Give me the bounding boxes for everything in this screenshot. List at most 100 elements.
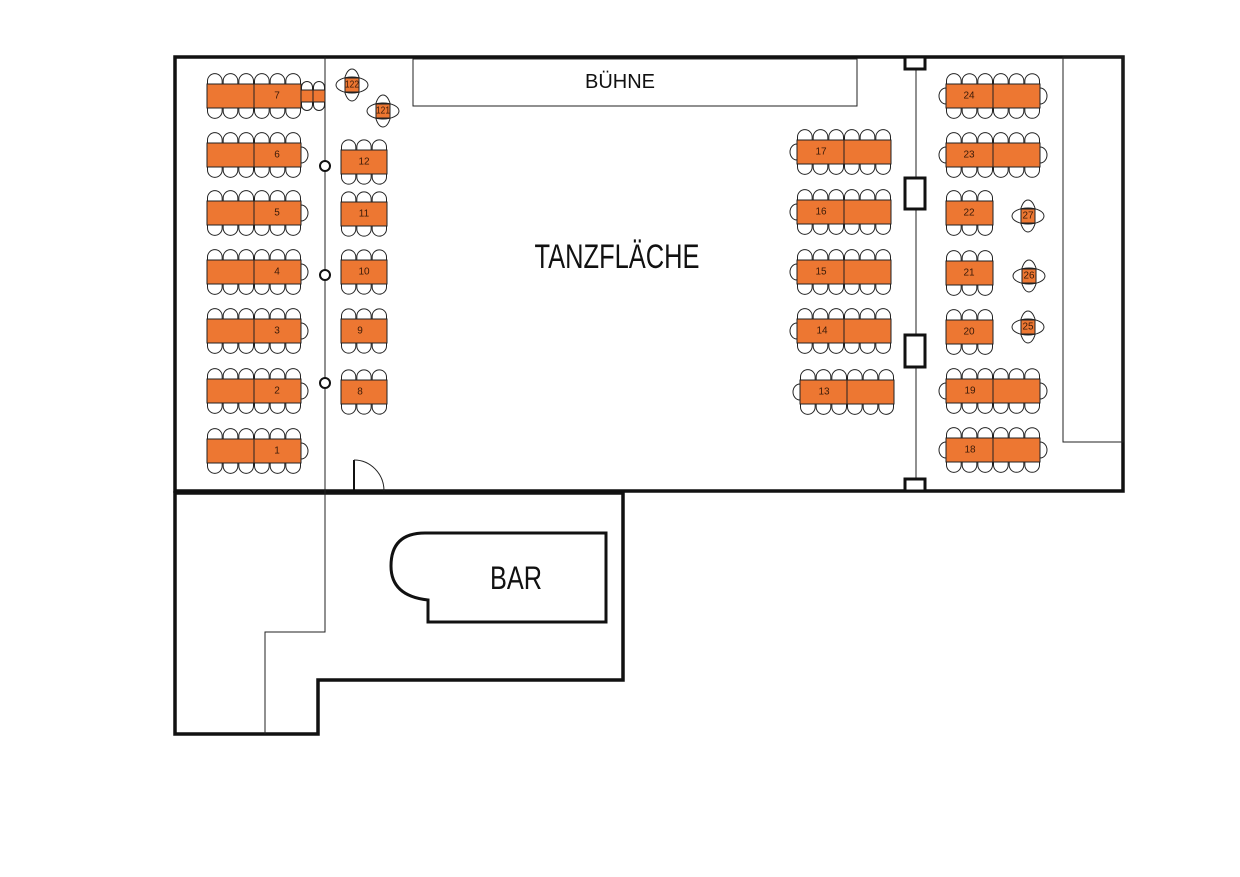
chair — [222, 108, 239, 119]
chair — [238, 225, 254, 236]
table-9[interactable]: 9 — [340, 308, 388, 354]
chair — [993, 462, 1009, 473]
table-2[interactable]: 2 — [206, 368, 309, 414]
chair — [285, 225, 301, 236]
chair — [961, 403, 978, 414]
chair — [946, 403, 962, 414]
chair — [301, 81, 313, 90]
table-number: 16 — [815, 207, 827, 218]
table-11[interactable]: 11 — [340, 191, 388, 237]
chair — [356, 404, 372, 415]
table-4[interactable]: 4 — [206, 249, 309, 295]
table-number: 10 — [358, 267, 370, 278]
door-swing-arc — [353, 459, 385, 492]
chair — [238, 343, 254, 354]
chair — [341, 174, 357, 185]
table-22[interactable]: 22 — [945, 190, 994, 236]
chair — [254, 403, 270, 414]
chair — [222, 167, 239, 178]
chair — [285, 132, 301, 143]
table-top — [340, 318, 388, 344]
chair — [875, 129, 891, 140]
table-23[interactable]: 23 — [938, 132, 1048, 178]
chair — [946, 427, 962, 438]
chair — [207, 249, 223, 260]
table-19[interactable]: 19 — [938, 368, 1048, 414]
chair — [812, 189, 829, 200]
chair — [222, 284, 239, 295]
bar-room-wall — [173, 491, 625, 736]
table-13[interactable]: 13 — [792, 369, 895, 415]
table-3[interactable]: 3 — [206, 308, 309, 354]
chair — [828, 249, 844, 260]
chair — [977, 108, 993, 119]
chair — [1024, 108, 1040, 119]
chair — [341, 308, 357, 319]
chair — [946, 190, 962, 201]
chair — [313, 81, 325, 90]
chair — [285, 308, 301, 319]
table-17[interactable]: 17 — [789, 129, 892, 175]
table-26[interactable]: 26 — [1012, 259, 1046, 293]
chair — [254, 249, 270, 260]
chair — [812, 343, 829, 354]
chair — [207, 225, 223, 236]
table-20[interactable]: 20 — [945, 309, 994, 355]
chair — [977, 403, 993, 414]
table-10[interactable]: 10 — [340, 249, 388, 295]
table-6[interactable]: 6 — [206, 132, 309, 178]
table-16[interactable]: 16 — [789, 189, 892, 235]
chair — [356, 226, 372, 237]
table-24[interactable]: 24 — [938, 73, 1048, 119]
chair — [356, 249, 372, 260]
side-counter — [1062, 56, 1124, 443]
chair — [828, 284, 844, 295]
chair — [844, 164, 860, 175]
table-number: 27 — [1023, 211, 1034, 222]
chair — [797, 343, 813, 354]
chair — [977, 285, 993, 296]
chair — [1024, 167, 1040, 178]
chair — [238, 167, 254, 178]
table-15[interactable]: 15 — [789, 249, 892, 295]
chair — [222, 403, 239, 414]
table-number: 9 — [357, 326, 363, 337]
table-14[interactable]: 14 — [789, 308, 892, 354]
chair — [993, 368, 1009, 379]
table-5[interactable]: 5 — [206, 190, 309, 236]
table-number: 23 — [963, 150, 975, 161]
table-121[interactable]: 121 — [366, 94, 400, 128]
table-number: 15 — [815, 267, 827, 278]
chair — [961, 167, 978, 178]
table-122[interactable]: 122 — [335, 68, 369, 102]
chair — [946, 167, 962, 178]
chair — [847, 404, 863, 415]
table-number: 4 — [274, 267, 280, 278]
table-8[interactable]: 8 — [340, 369, 388, 415]
chair — [815, 369, 832, 380]
table-27[interactable]: 27 — [1011, 199, 1045, 233]
chair — [207, 132, 223, 143]
chair — [993, 167, 1009, 178]
chair — [1008, 368, 1025, 379]
table-top — [344, 77, 360, 93]
chair — [300, 263, 309, 281]
chair — [859, 164, 876, 175]
chair — [356, 308, 372, 319]
table-25[interactable]: 25 — [1011, 310, 1045, 344]
table-21[interactable]: 21 — [945, 250, 994, 296]
chair — [800, 404, 816, 415]
table-number: 17 — [815, 147, 827, 158]
table-18[interactable]: 18 — [938, 427, 1048, 473]
table-1[interactable]: 1 — [206, 428, 309, 474]
chair — [878, 404, 894, 415]
chair — [1008, 403, 1025, 414]
table-7[interactable]: 7 — [206, 73, 326, 119]
chair — [285, 249, 301, 260]
chair — [238, 249, 254, 260]
chair — [222, 368, 239, 379]
chair — [285, 167, 301, 178]
chair — [269, 368, 286, 379]
chair — [961, 309, 978, 320]
table-12[interactable]: 12 — [340, 139, 388, 185]
